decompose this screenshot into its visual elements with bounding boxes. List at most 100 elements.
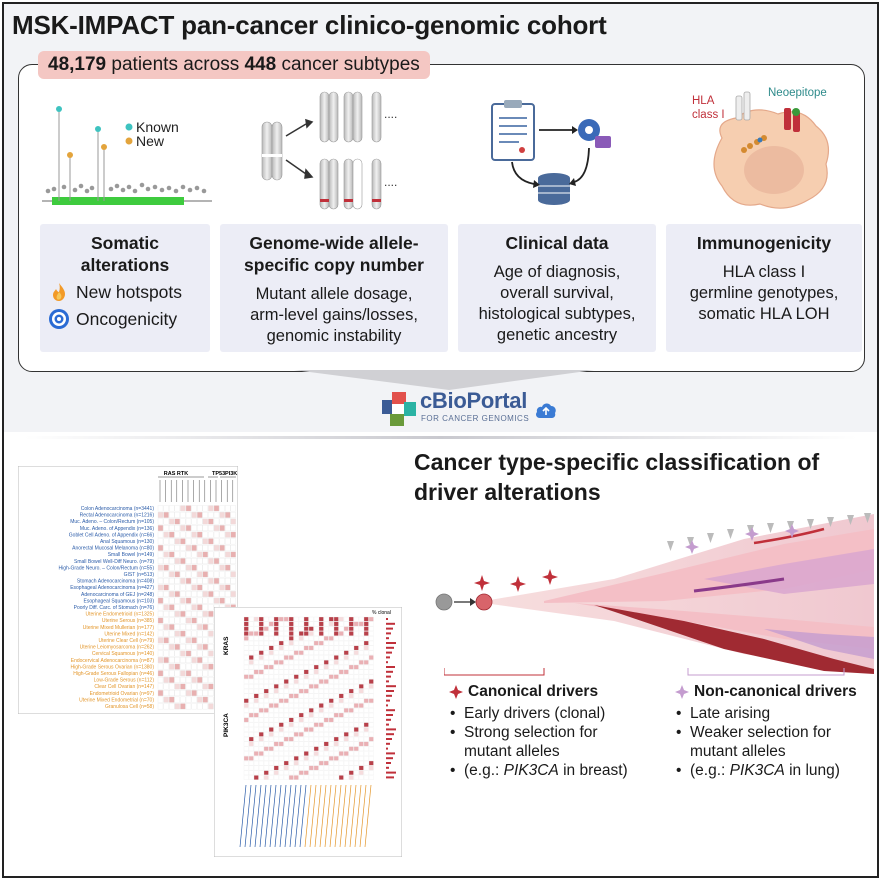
variant-cell	[313, 722, 319, 728]
variant-cell	[248, 640, 254, 646]
variant-cell	[273, 688, 279, 694]
heatmap-cell	[208, 670, 214, 677]
heatmap-cell	[185, 558, 192, 565]
variant-cell	[333, 760, 339, 766]
variant-cell	[278, 751, 284, 756]
variant-cell	[243, 746, 249, 752]
variant-cell	[273, 736, 279, 742]
clonal-bar	[386, 618, 388, 620]
heatmap-cell	[225, 525, 231, 532]
variant-cell	[328, 693, 334, 699]
variant-cell	[273, 669, 279, 675]
variant-cell	[248, 645, 254, 651]
heatmap-cell	[180, 650, 186, 657]
variant-cell	[278, 626, 284, 632]
oncogenicity-label: Oncogenicity	[76, 308, 178, 329]
clonal-bar	[386, 757, 393, 760]
variant-cell	[313, 650, 319, 656]
variant-cell	[253, 741, 259, 747]
heatmap-cell	[197, 511, 203, 518]
variant-cell	[268, 775, 274, 780]
variant-cell	[348, 684, 354, 689]
variant-cell	[258, 621, 264, 627]
variant-cell	[258, 703, 264, 708]
variant-cell	[348, 741, 354, 747]
cancer-type-label: Muc. Adeno. – Colon/Rectum (n=105)	[70, 519, 154, 525]
variant-cell	[318, 621, 324, 627]
variant-cell	[343, 751, 349, 756]
variant-cell	[318, 722, 324, 728]
variant-cell	[248, 770, 254, 776]
heatmap-cell	[169, 624, 175, 631]
heatmap-cell	[157, 676, 164, 683]
variant-cell	[263, 751, 269, 756]
variant-cell	[358, 732, 364, 737]
cancer-type-column-label	[359, 784, 367, 848]
variant-cell	[323, 655, 329, 660]
variant-cell	[268, 703, 274, 708]
heatmap-cell	[202, 703, 208, 710]
variant-cell	[313, 708, 319, 713]
variant-cell	[288, 679, 294, 684]
variant-cell	[248, 727, 254, 732]
clonal-bar	[386, 728, 396, 731]
variant-cell	[243, 717, 249, 723]
variant-cell	[313, 616, 319, 622]
variant-cell	[298, 626, 304, 632]
variant-cell	[253, 708, 259, 713]
variant-cell	[243, 727, 249, 732]
variant-cell	[338, 693, 344, 699]
heatmap-cell	[230, 544, 236, 551]
heatmap-cell	[180, 676, 186, 683]
variant-cell	[323, 775, 329, 780]
variant-cell	[338, 645, 344, 651]
variant-cell	[273, 760, 279, 766]
variant-cell	[268, 669, 274, 675]
variant-cell	[308, 626, 314, 632]
heatmap-cell	[157, 518, 164, 525]
variant-cell	[348, 640, 354, 646]
heatmap-cell	[157, 544, 164, 551]
variant-cell	[288, 684, 294, 689]
canonical-heading-text: Canonical drivers	[468, 683, 599, 700]
variant-cell	[363, 645, 369, 651]
variant-cell	[243, 736, 249, 742]
variant-cell	[318, 660, 324, 665]
variant-cell	[368, 698, 374, 704]
heatmap-cell	[208, 610, 214, 617]
variant-cell	[258, 626, 264, 632]
heatmap-cell	[191, 525, 197, 532]
variant-cell	[368, 669, 374, 675]
panel-text-line3: histological subtypes,	[478, 305, 636, 323]
section2-title: Cancer type-specific classification of d…	[414, 447, 819, 507]
heatmap-cell	[157, 511, 164, 518]
cancer-type-label: Small Bowel Well-Diff Neuro. (n=79)	[74, 559, 154, 565]
variant-cell	[313, 732, 319, 737]
cancer-type-label: Uterine Serous (n=385)	[102, 618, 154, 624]
gene-label-pik3ca: PIK3CA	[223, 713, 230, 737]
heatmap-cell	[163, 518, 169, 525]
noncanonical-legend: Non-canonical drivers Late arising Weake…	[674, 682, 857, 780]
noncanonical-list: Late arising Weaker selection formutant …	[674, 704, 857, 780]
variant-cell	[358, 693, 364, 699]
variant-cell	[293, 669, 299, 675]
variant-cell	[258, 674, 264, 680]
variant-cell	[338, 698, 344, 704]
variant-cell	[288, 756, 294, 761]
variant-cell	[283, 722, 289, 728]
variant-cell	[298, 712, 304, 718]
variant-cell	[278, 698, 284, 704]
variant-cell	[273, 775, 279, 780]
variant-cell	[363, 717, 369, 723]
variant-cell	[283, 770, 289, 776]
variant-cell	[348, 746, 354, 752]
variant-cell	[318, 765, 324, 771]
heatmap-cell	[191, 690, 197, 697]
variant-cell	[263, 631, 269, 636]
heatmap-cell	[197, 591, 203, 598]
variant-cell	[353, 756, 359, 761]
variant-cell	[268, 693, 274, 699]
variant-cell	[268, 640, 274, 646]
heatmap-cell	[169, 531, 175, 538]
variant-cell	[308, 684, 314, 689]
